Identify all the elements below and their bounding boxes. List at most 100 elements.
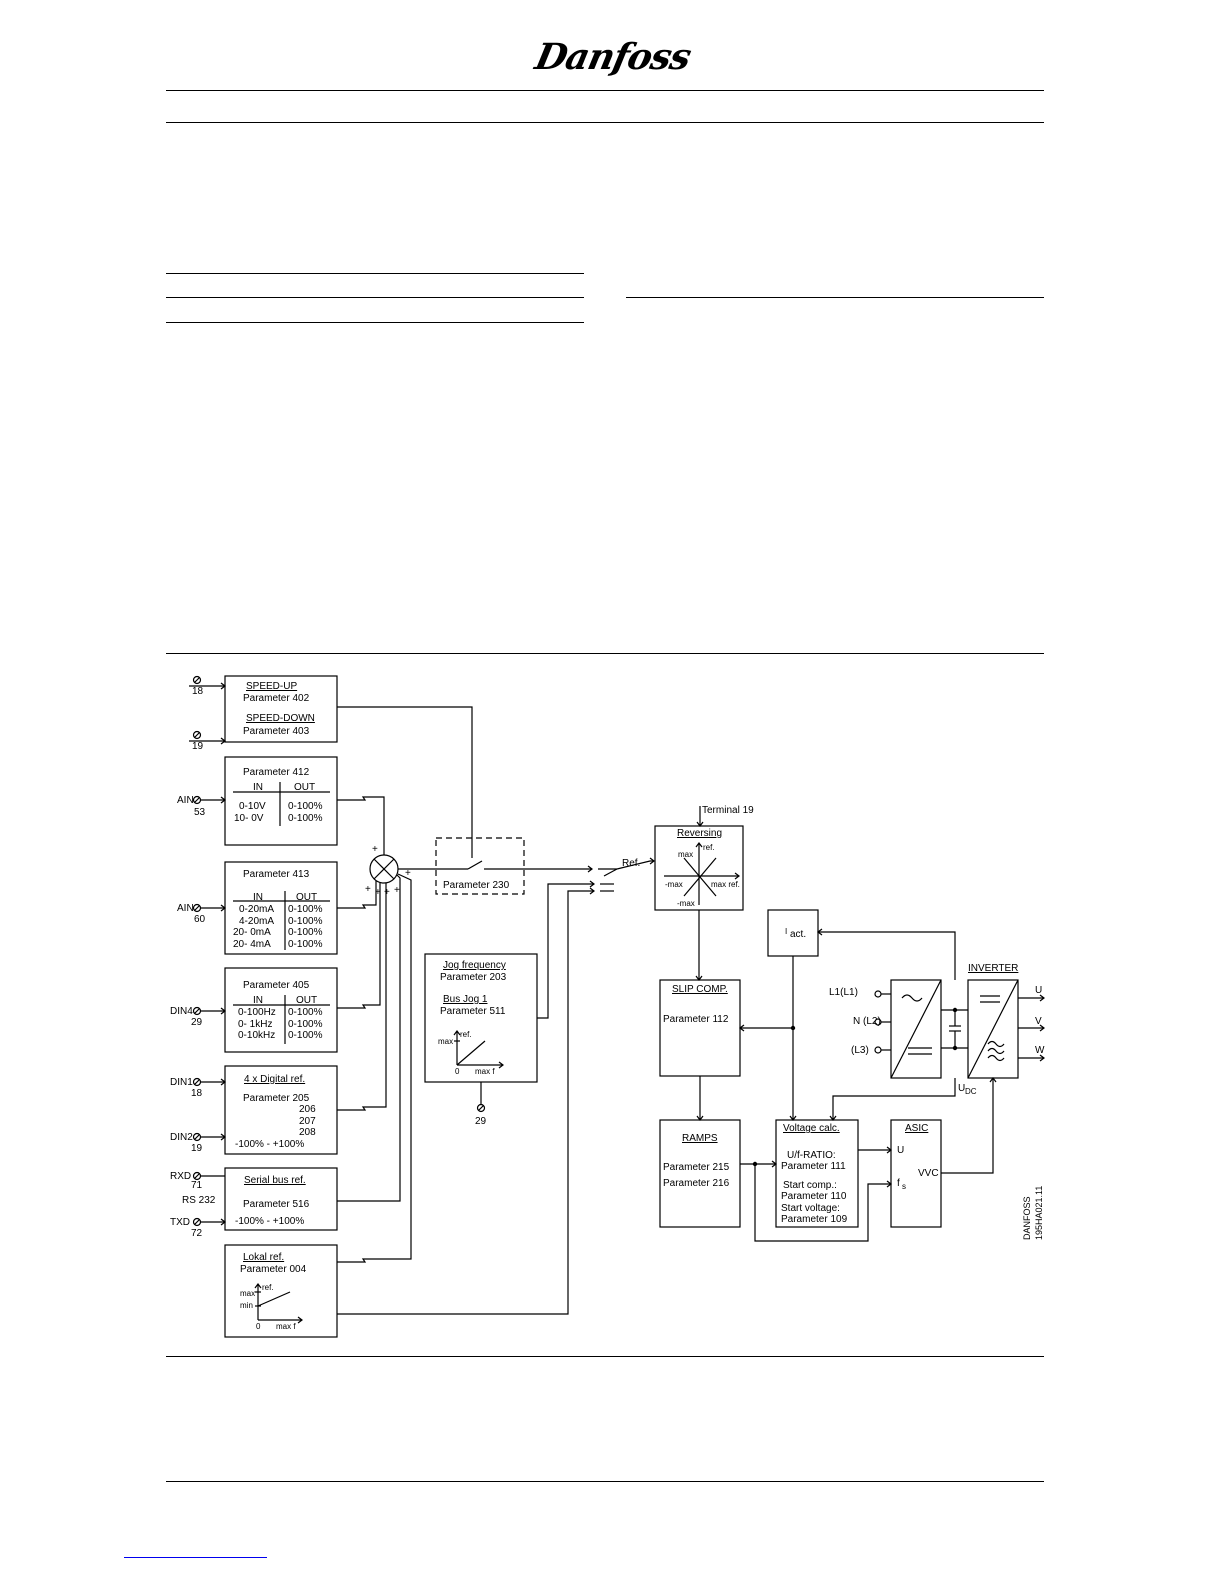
jog-param1: Parameter 203: [440, 972, 507, 983]
parameter-230-switch-box: [435, 837, 525, 895]
ain60-label: AIN: [177, 903, 194, 914]
iact-label: I: [785, 927, 787, 936]
jog-title: Jog frequency: [443, 960, 506, 971]
slip-comp-title: SLIP COMP.: [672, 984, 728, 995]
mains-l1-label: L1(L1): [829, 987, 858, 998]
voltage-calc-line1: U/f-RATIO:: [787, 1150, 836, 1161]
stamp-line2: 195HA021.11: [1034, 1186, 1044, 1240]
jog-graph-max: max: [438, 1037, 453, 1046]
ain53-label: AIN: [177, 795, 194, 806]
lokal-ref-block: [224, 1244, 338, 1338]
parameter-405-block: [224, 967, 338, 1053]
ain53-number: 53: [194, 807, 206, 818]
iact-sub: act.: [790, 929, 806, 940]
summer-sign-1: +: [365, 884, 371, 895]
rs232-label: RS 232: [182, 1195, 216, 1206]
reversing-graph-max: max: [678, 850, 693, 859]
p413-row1-out: 0-100%: [288, 904, 323, 915]
p405-col-out: OUT: [296, 995, 317, 1006]
rectifier-block: [890, 979, 942, 1079]
p405-row2-in: 0- 1kHz: [238, 1019, 272, 1030]
txd-number: 72: [191, 1228, 203, 1239]
ramps-block: [659, 1119, 741, 1228]
digital-ref-line3: 207: [299, 1116, 316, 1127]
terminal-18-symbol: [192, 675, 202, 685]
terminal-ain53-symbol: [192, 795, 202, 805]
p405-col-in: IN: [253, 995, 263, 1006]
asic-vvc-label: VVC: [918, 1168, 939, 1179]
terminal-18-label: 18: [192, 686, 204, 697]
terminal-din2-symbol: [192, 1132, 202, 1142]
terminal-din4-symbol: [192, 1006, 202, 1016]
terminal-txd-symbol: [192, 1217, 202, 1227]
lokal-ref-param: Parameter 004: [240, 1264, 307, 1275]
summer-sign-2: +: [375, 887, 381, 898]
p413-title: Parameter 413: [243, 869, 310, 880]
reversing-graph-ref: ref.: [703, 843, 715, 852]
inverter-block: [967, 979, 1019, 1079]
voltage-calc-title: Voltage calc.: [783, 1123, 840, 1134]
digital-ref-line4: 208: [299, 1127, 316, 1138]
udc-sub: DC: [965, 1087, 977, 1096]
parameter-412-block: [224, 756, 338, 846]
inverter-title: INVERTER: [968, 963, 1018, 974]
output-w-label: W: [1035, 1045, 1045, 1056]
p412-row2-out: 0-100%: [288, 813, 323, 824]
param-230-label: Parameter 230: [443, 880, 510, 891]
terminal-19-symbol: [192, 730, 202, 740]
p413-row3-out: 0-100%: [288, 927, 323, 938]
p413-row4-out: 0-100%: [288, 939, 323, 950]
terminal-19-reversing-label: Terminal 19: [702, 805, 754, 816]
stamp-line1: DANFOSS: [1022, 1196, 1032, 1240]
p413-row2-in: 4-20mA: [239, 916, 274, 927]
voltage-calc-line2: Parameter 111: [781, 1161, 846, 1172]
bus-jog-title: Bus Jog 1: [443, 994, 488, 1005]
p412-row1-in: 0-10V: [239, 801, 266, 812]
figure-rule-top: [166, 653, 1044, 654]
asic-u-label: U: [897, 1145, 904, 1156]
serial-ref-range: -100% - +100%: [235, 1216, 304, 1227]
summer-sign-5: +: [405, 868, 411, 879]
jog-graph-maxf: max f: [475, 1067, 495, 1076]
footer-link-underline[interactable]: [124, 1557, 267, 1558]
speed-up-param: Parameter 402: [243, 693, 310, 704]
rxd-label: RXD: [170, 1171, 191, 1182]
din2-label: DIN2: [170, 1132, 193, 1143]
p413-col-in: IN: [253, 892, 263, 903]
serial-bus-ref-block: [224, 1167, 338, 1231]
ref-label: Ref.: [622, 858, 640, 869]
speed-down-param: Parameter 403: [243, 726, 310, 737]
reversing-graph-negmax-2: -max: [677, 899, 695, 908]
terminal-ain60-symbol: [192, 903, 202, 913]
p413-row1-in: 0-20mA: [239, 904, 274, 915]
voltage-calc-line5: Start voltage:: [781, 1203, 840, 1214]
din4-label: DIN4: [170, 1006, 193, 1017]
ramps-param2: Parameter 216: [663, 1178, 730, 1189]
ramps-param1: Parameter 215: [663, 1162, 730, 1173]
lokal-graph-min: min: [240, 1301, 253, 1310]
reversing-graph-maxref: max ref.: [711, 880, 740, 889]
terminal-rxd-symbol: [192, 1171, 202, 1181]
p405-row3-out: 0-100%: [288, 1030, 323, 1041]
lokal-graph-maxf: max f: [276, 1322, 296, 1331]
digital-ref-range: -100% - +100%: [235, 1139, 304, 1150]
p413-row3-in: 20- 0mA: [233, 927, 271, 938]
ramps-title: RAMPS: [682, 1133, 718, 1144]
voltage-calc-line4: Parameter 110: [781, 1191, 847, 1202]
left-column-rule-3: [166, 322, 584, 323]
terminal-29-symbol: [476, 1103, 486, 1113]
p412-row1-out: 0-100%: [288, 801, 323, 812]
header-rule-top: [166, 90, 1044, 91]
digital-ref-title: 4 x Digital ref.: [244, 1074, 305, 1085]
reversing-title: Reversing: [677, 828, 722, 839]
lokal-graph-ref: ref.: [262, 1283, 274, 1292]
voltage-calc-line6: Parameter 109: [781, 1214, 848, 1225]
jog-graph-ref: ref.: [460, 1030, 472, 1039]
p413-row2-out: 0-100%: [288, 916, 323, 927]
digital-ref-line1: Parameter 205: [243, 1093, 310, 1104]
output-u-label: U: [1035, 985, 1042, 996]
p412-col-in: IN: [253, 782, 263, 793]
lokal-graph-max: max: [240, 1289, 255, 1298]
jog-terminal-number: 29: [475, 1116, 487, 1127]
asic-title: ASIC: [905, 1123, 928, 1134]
